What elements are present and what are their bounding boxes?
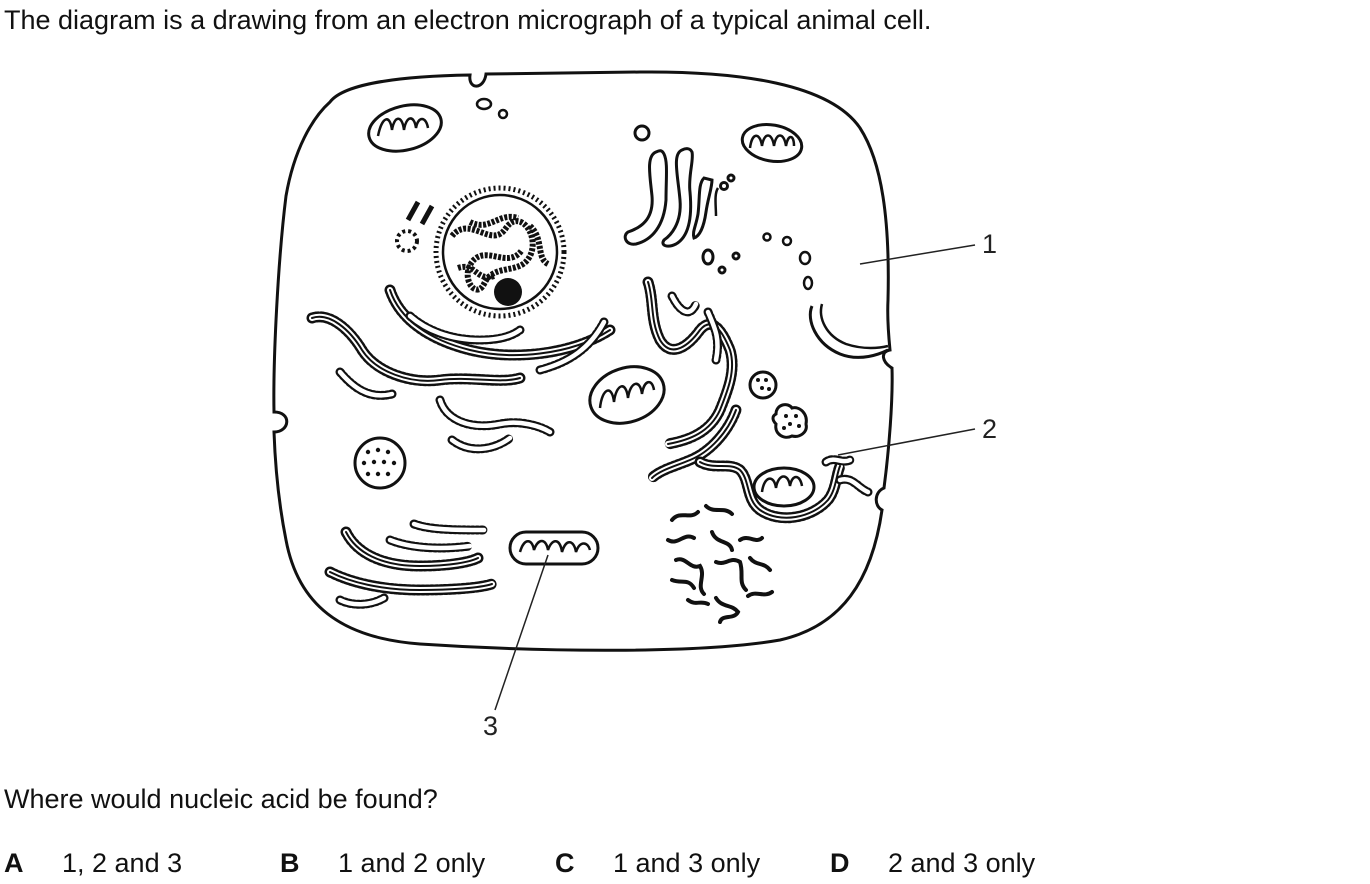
- nucleolus: [494, 278, 522, 306]
- mitochondrion-center: [588, 365, 666, 425]
- leader-line-3: [494, 554, 549, 711]
- rough-er-bottom-left: [324, 519, 498, 609]
- golgi-apparatus: [623, 124, 741, 275]
- option-d[interactable]: D 2 and 3 only: [830, 846, 1035, 880]
- option-d-letter: D: [830, 848, 850, 878]
- intro-text: The diagram is a drawing from an electro…: [4, 5, 932, 35]
- label-1: 1: [982, 229, 997, 259]
- option-a-letter: A: [4, 848, 24, 878]
- label-3: 3: [483, 711, 498, 741]
- option-a-text: 1, 2 and 3: [62, 848, 183, 878]
- option-b-letter: B: [280, 848, 300, 878]
- rough-er-right: [642, 276, 873, 524]
- leader-line-1: [859, 244, 976, 265]
- secretory-vesicles: [762, 232, 814, 291]
- option-c-letter: C: [555, 848, 575, 878]
- mitochondrion-top-right: [740, 123, 804, 163]
- mitochondrion-bottom: [508, 530, 600, 566]
- smooth-er: [666, 504, 774, 624]
- mitochondrion-right: [752, 466, 816, 508]
- mitochondrion-top-left: [367, 103, 443, 153]
- cell-membrane: [272, 70, 894, 652]
- label-2: 2: [982, 414, 997, 444]
- option-a[interactable]: A 1, 2 and 3: [4, 846, 182, 880]
- nucleus: [433, 185, 567, 319]
- question-text: Where would nucleic acid be found?: [4, 784, 438, 814]
- label-leader-lines: [494, 244, 976, 711]
- leader-line-2: [837, 428, 976, 456]
- option-c-text: 1 and 3 only: [613, 848, 761, 878]
- surface-vesicles: [475, 97, 509, 120]
- membrane-invagination: [808, 305, 889, 359]
- rough-er-left: [306, 284, 616, 454]
- option-c[interactable]: C 1 and 3 only: [555, 846, 760, 880]
- lysosomes: [353, 370, 808, 490]
- option-b[interactable]: B 1 and 2 only: [280, 846, 485, 880]
- chromatin: [449, 213, 550, 293]
- option-b-text: 1 and 2 only: [338, 848, 486, 878]
- option-d-text: 2 and 3 only: [888, 848, 1036, 878]
- centrioles: [395, 200, 435, 253]
